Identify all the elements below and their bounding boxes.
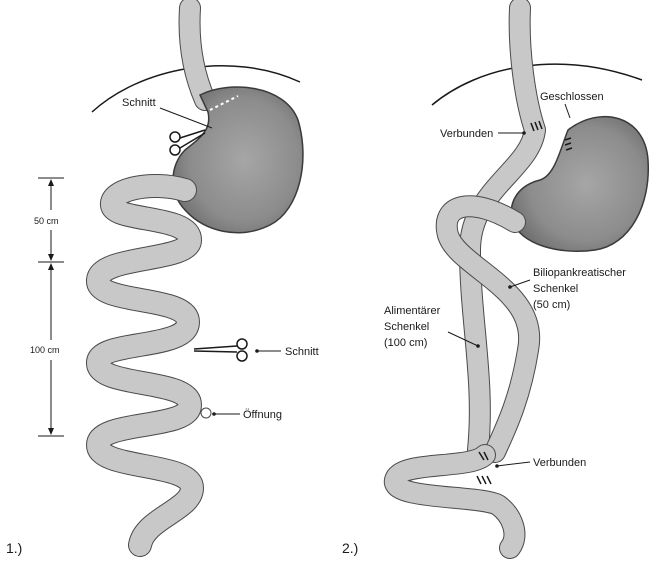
label-cut-top: Schnitt	[122, 97, 156, 109]
opening-mark	[201, 408, 211, 418]
label-biliopancreatic-3: (50 cm)	[533, 299, 570, 311]
label-opening: Öffnung	[243, 409, 282, 421]
label-biliopancreatic-2: Schenkel	[533, 283, 578, 295]
leader-line	[497, 462, 530, 466]
label-biliopancreatic-1: Biliopankreatischer	[533, 267, 626, 279]
label-closed: Geschlossen	[540, 91, 604, 103]
stomach	[173, 87, 303, 233]
panel-1: Schnitt Schnitt Öffnung 50 cm 100 cm 1.)	[6, 8, 319, 556]
label-dim-100: 100 cm	[30, 345, 60, 355]
panel-2: Geschlossen Verbunden Biliopankreatische…	[342, 8, 648, 556]
label-cut-mid: Schnitt	[285, 346, 319, 358]
label-alimentary-1: Alimentärer	[384, 305, 441, 317]
label-dim-50: 50 cm	[34, 216, 59, 226]
leader-line	[565, 104, 570, 118]
esophagus	[190, 8, 205, 100]
scissors-icon	[194, 339, 247, 361]
label-joined-top: Verbunden	[440, 128, 493, 140]
label-joined-bottom: Verbunden	[533, 457, 586, 469]
panel-number-1: 1.)	[6, 540, 22, 556]
panel-number-2: 2.)	[342, 540, 358, 556]
leader-line	[160, 108, 212, 128]
label-alimentary-2: Schenkel	[384, 321, 429, 333]
small-intestine	[98, 186, 211, 545]
common-channel	[395, 455, 515, 548]
label-alimentary-3: (100 cm)	[384, 337, 427, 349]
